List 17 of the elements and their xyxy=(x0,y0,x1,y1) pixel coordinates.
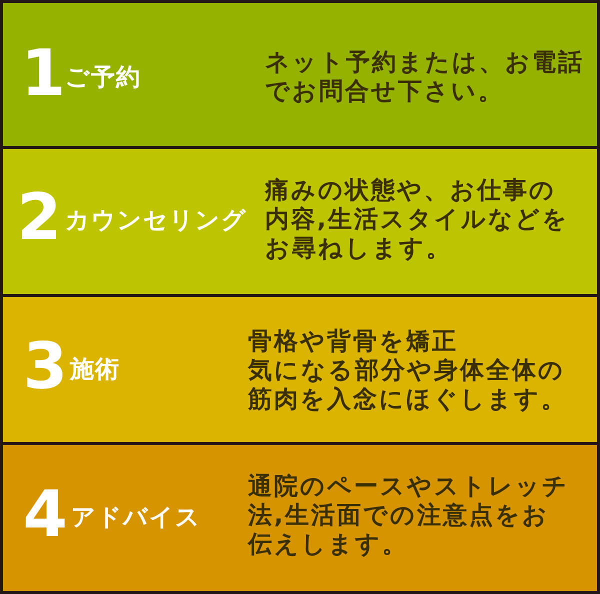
step-number: 3 xyxy=(23,341,68,393)
step-description: 骨格や背骨を矯正 xyxy=(248,327,459,356)
step-number: 4 xyxy=(23,489,68,541)
step-band xyxy=(0,297,600,445)
step-title: 施術 xyxy=(70,355,120,383)
step-description: 通院のペースやストレッチ法,生活面での注意点をお伝えします。 xyxy=(248,472,569,559)
step-number: 1 xyxy=(21,48,66,100)
step-band xyxy=(0,149,600,297)
step-description: 痛みの状態や、お仕事の内容,生活スタイルなどをお尋ねします。 xyxy=(265,176,570,263)
step-title: アドバイス xyxy=(71,503,201,531)
step-description: 気になる部分や身体全体の筋肉を入念にほぐします。 xyxy=(248,356,568,414)
step-title: ご予約 xyxy=(65,63,141,91)
step-band xyxy=(0,0,600,149)
step-description: ネット予約または、お電話でお問合せ下さい。 xyxy=(265,48,585,106)
step-number: 2 xyxy=(17,192,62,244)
step-band xyxy=(0,445,600,594)
step-title: カウンセリング xyxy=(65,206,247,234)
